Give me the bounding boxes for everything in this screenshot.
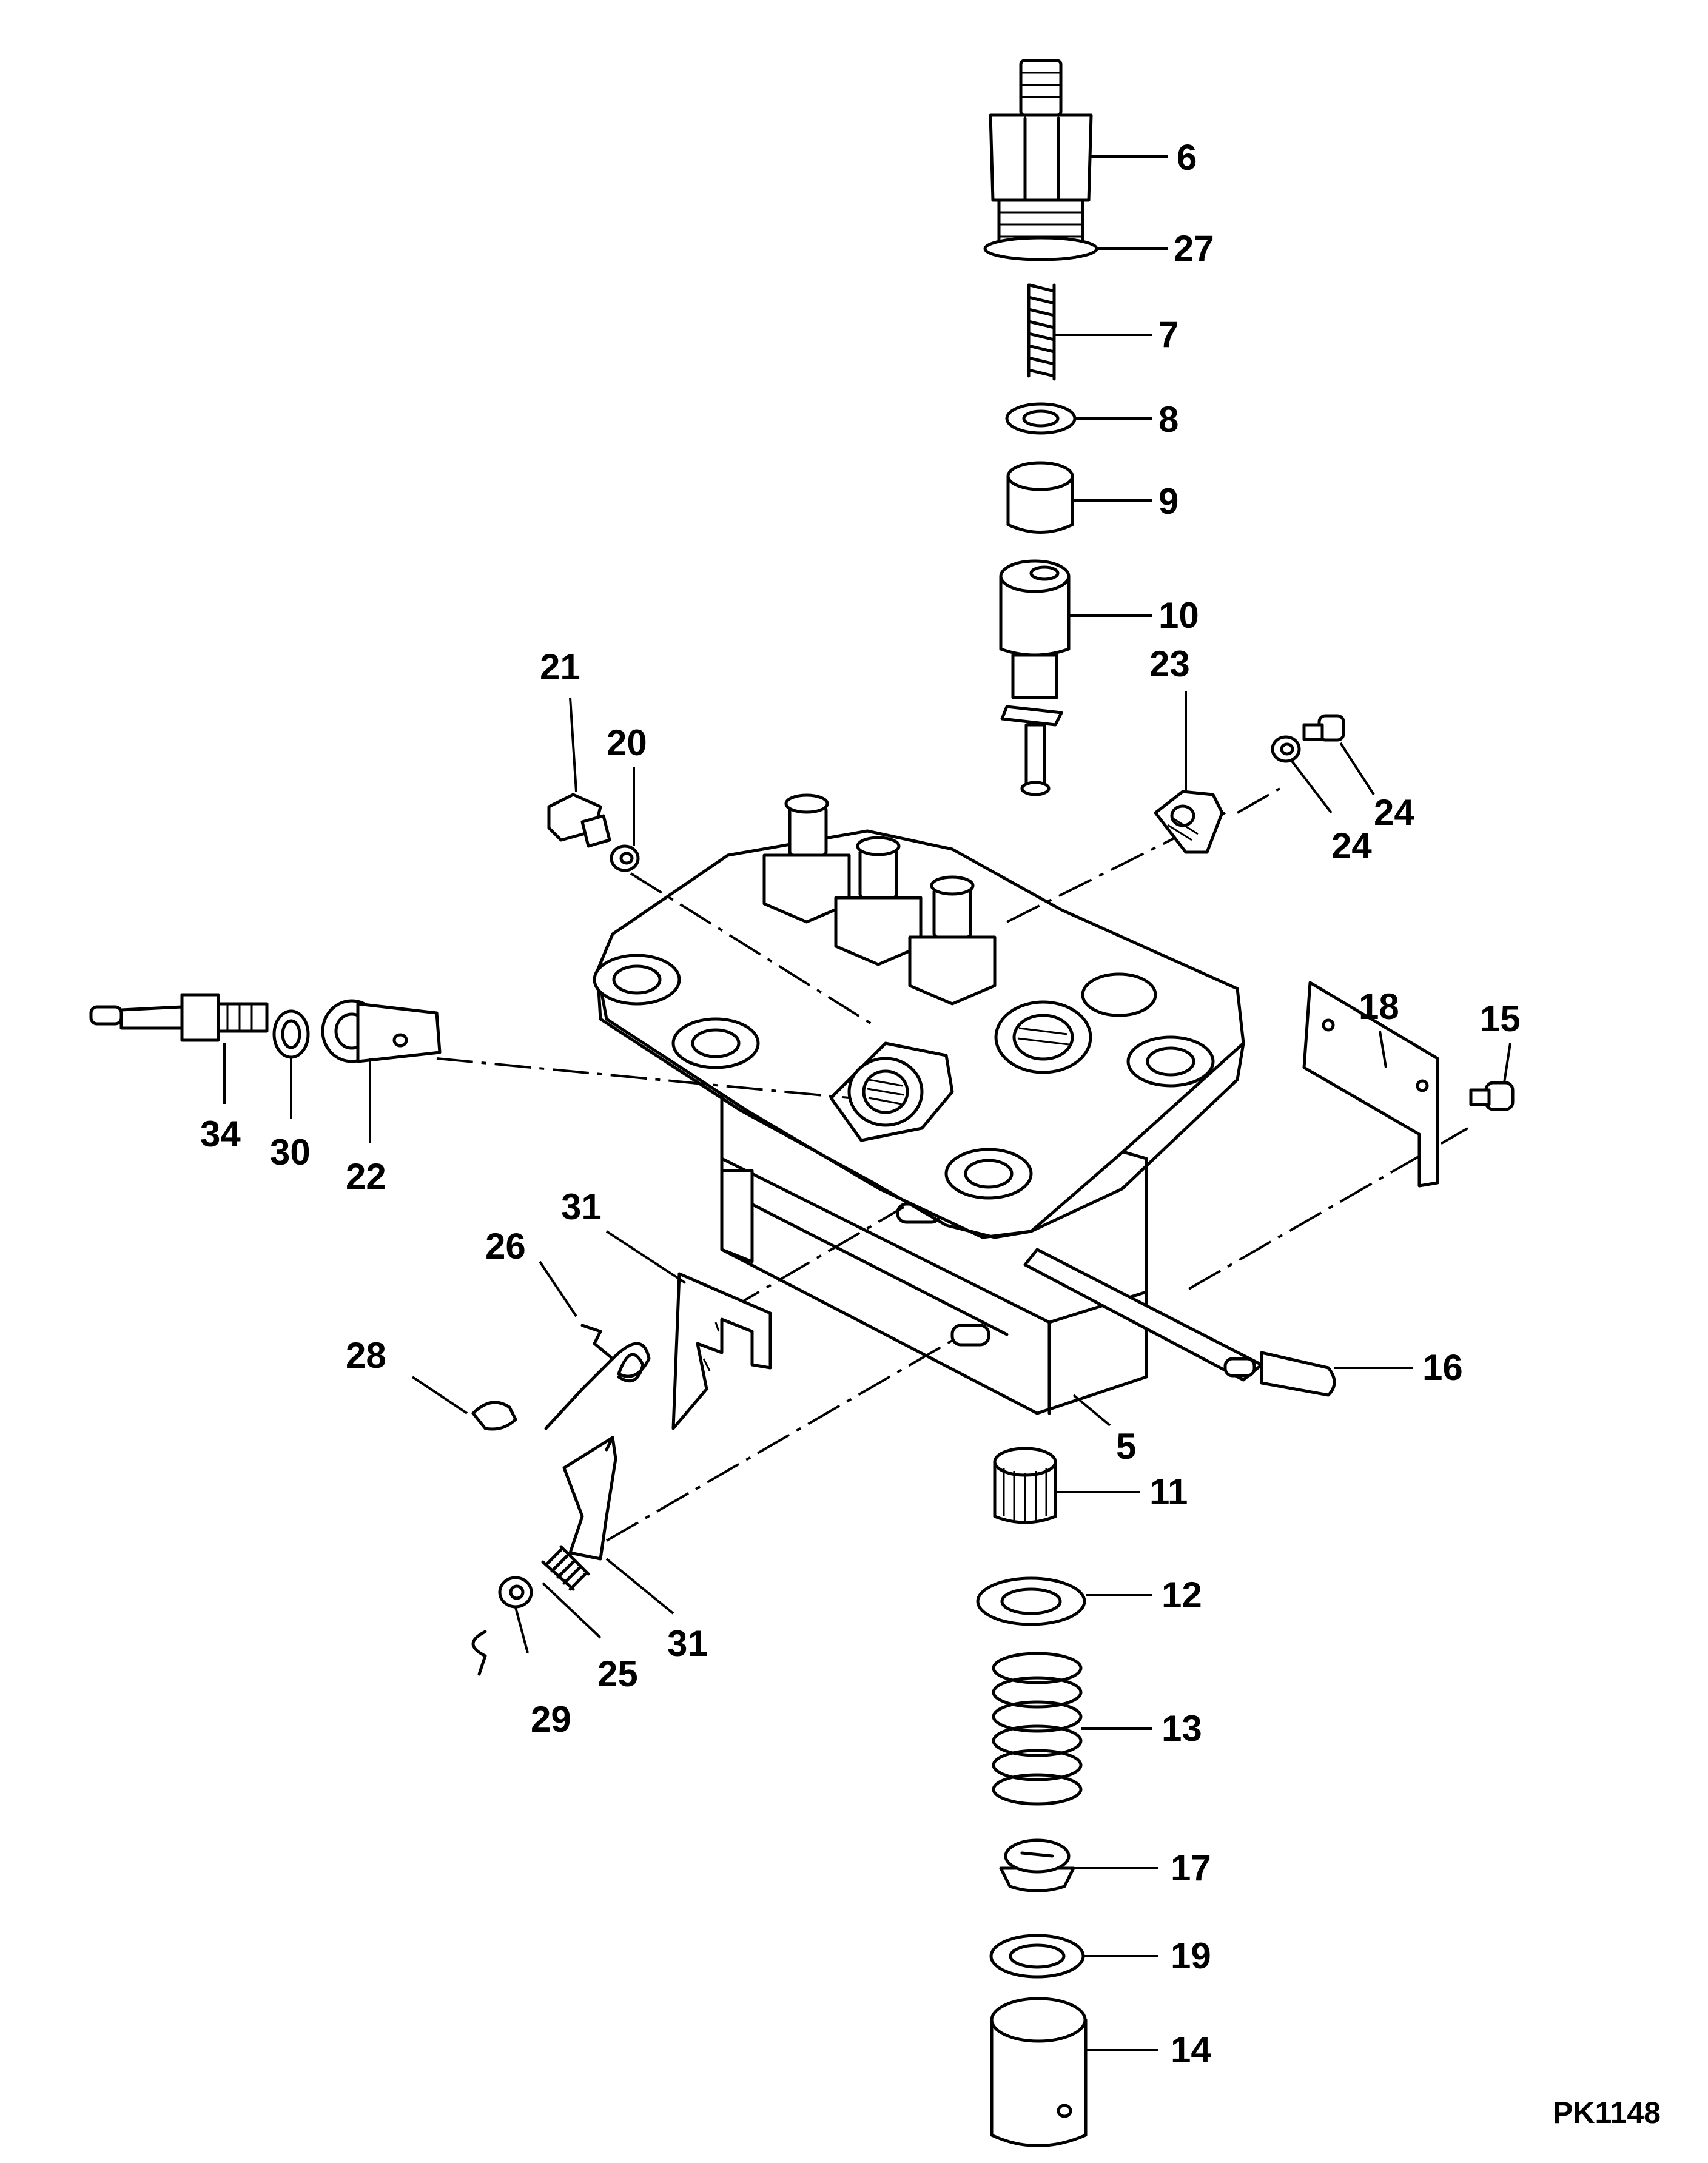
callout-14: 14 [1171,2030,1211,2070]
part-24-washer [1271,735,1301,763]
outlet-fitting-3 [908,875,997,1006]
outlet-fitting-2 [834,836,923,966]
callout-11: 11 [1149,1472,1188,1512]
callout-labels: 6 27 7 8 9 10 21 20 23 24 24 18 15 34 30… [200,137,1661,2130]
part-20-washer [610,844,640,872]
callout-12: 12 [1162,1575,1202,1615]
callout-5: 5 [1116,1426,1136,1467]
callout-27: 27 [1174,228,1214,269]
part-25-spring [541,1545,590,1591]
callout-19: 19 [1171,1936,1211,1976]
callout-31-lower: 31 [667,1623,708,1664]
callout-34: 34 [200,1114,241,1154]
callout-23: 23 [1149,644,1190,684]
part-27-gasket [983,236,1098,261]
part-9-valve-seat [1006,461,1074,534]
callout-29: 29 [531,1699,571,1740]
callout-22: 22 [346,1156,386,1197]
callout-7: 7 [1158,314,1178,355]
part-10-plunger [999,559,1071,796]
part-12-spring-seat [976,1576,1086,1626]
callout-21: 21 [540,647,580,687]
callout-31-upper: 31 [561,1186,602,1227]
callout-10: 10 [1158,595,1199,636]
figure-code: PK1148 [1553,2096,1661,2130]
part-26-spring [544,1324,651,1430]
callout-8: 8 [1158,399,1178,440]
callout-30: 30 [270,1132,311,1172]
callout-17: 17 [1171,1848,1211,1888]
part-7-spring [1027,283,1056,381]
part-17-spring-seat [999,1838,1075,1892]
part-31-lever-lower [562,1436,617,1561]
leader-lines-top [1054,155,1168,617]
callout-15: 15 [1480,998,1521,1039]
part-30-washer [272,1009,310,1059]
part-14-tappet [990,1997,1088,2147]
part-22-banjo-bolt [321,999,442,1063]
part-11-gear [993,1447,1057,1524]
callout-18: 18 [1359,986,1399,1027]
callout-9: 9 [1158,481,1178,522]
outlet-fitting-1 [762,793,851,924]
part-24-screw [1302,714,1345,742]
part-34-bleed-screw [89,993,269,1042]
part-5-pump-body [593,793,1245,1415]
callout-6: 6 [1177,137,1197,178]
callout-13: 13 [1162,1708,1202,1749]
callout-28: 28 [346,1335,386,1376]
callout-25: 25 [597,1653,638,1694]
part-19-shim [989,1934,1085,1979]
callout-20: 20 [607,722,647,763]
part-16-control-rack [1023,1248,1413,1397]
part-23-plate [1154,790,1224,854]
part-29-clip [471,1576,533,1676]
part-28-clip [471,1401,517,1431]
part-21-bolt [547,793,611,848]
part-18-plate [1302,981,1439,1188]
part-31-lever-upper [671,1272,772,1430]
part-6-delivery-valve-holder [989,59,1093,251]
part-13-spring [992,1652,1083,1806]
callout-26: 26 [485,1226,526,1267]
callout-24-right: 24 [1374,792,1414,833]
part-8-washer [1005,402,1077,435]
callout-16: 16 [1422,1347,1463,1388]
part-15-screw [1469,1081,1515,1111]
callout-24-left: 24 [1331,826,1372,866]
